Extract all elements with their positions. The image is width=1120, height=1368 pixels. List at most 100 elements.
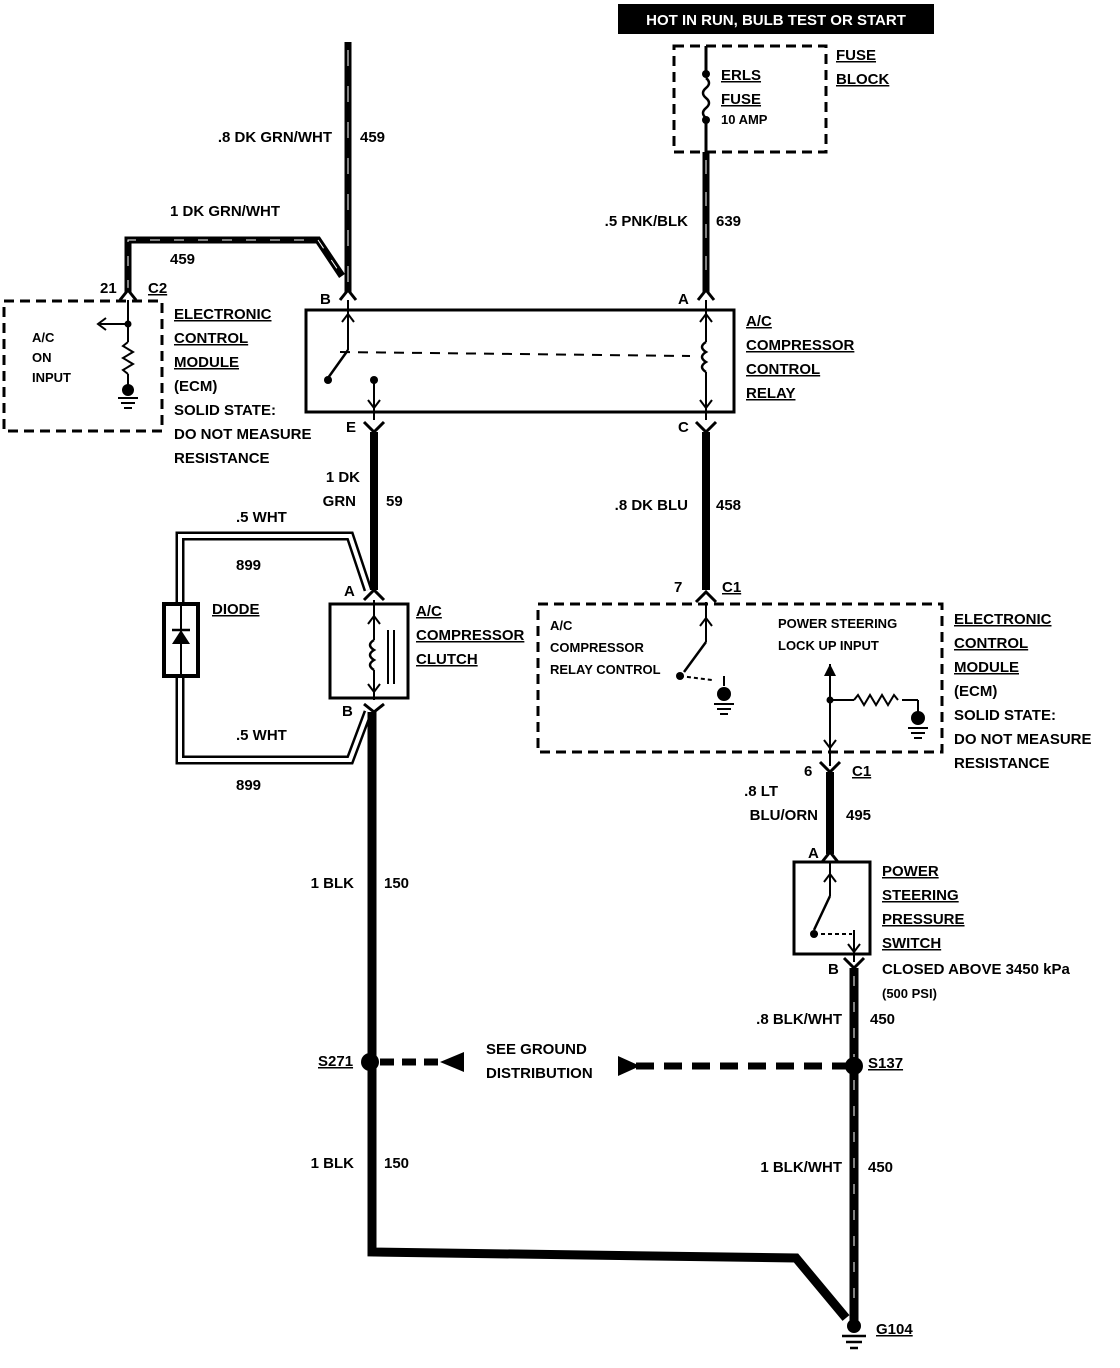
- connector-c2-terminal: [118, 287, 138, 301]
- diode-icon: [162, 602, 200, 678]
- relay-pin-e: E: [346, 419, 356, 436]
- ecm-left-input-1: A/C: [32, 330, 55, 345]
- clutch-pin-a-terminal: [362, 587, 386, 602]
- power-banner: [618, 4, 934, 34]
- ecm-left-note-1: SOLID STATE:: [174, 402, 276, 419]
- wire-459-ecm-circuit: 459: [170, 251, 195, 268]
- clutch-title-2: COMPRESSOR: [416, 627, 525, 644]
- wire-495-color-2: BLU/ORN: [750, 807, 818, 824]
- ps-switch-box: [792, 860, 872, 956]
- ground-g104-icon: [842, 1319, 866, 1350]
- ps-switch-note-1: CLOSED ABOVE 3450 kPa: [882, 961, 1071, 978]
- ecm-right-note-1: SOLID STATE:: [954, 707, 1056, 724]
- wire-899-top-circuit: 899: [236, 557, 261, 574]
- wire-639-color: .5 PNK/BLK: [605, 213, 689, 230]
- clutch-box: [328, 602, 410, 700]
- ecm-left-note-3: RESISTANCE: [174, 450, 270, 467]
- ecm-left-input-2: ON: [32, 350, 52, 365]
- ecm-left-title-2: CONTROL: [174, 330, 248, 347]
- fuse-block-title-2: BLOCK: [836, 71, 889, 88]
- ecm-right-ps-input-circuit: [823, 664, 928, 766]
- ps-switch-note-2: (500 PSI): [882, 986, 937, 1001]
- ground-distribution-reference: [380, 1052, 846, 1076]
- wire-899-bottom-color: .5 WHT: [236, 727, 287, 744]
- ecm-right-connector-top: C1: [722, 579, 741, 596]
- ground-g104-label: G104: [876, 1321, 913, 1338]
- relay-pin-b: B: [320, 291, 331, 308]
- wire-450-lower-circuit: 450: [868, 1159, 893, 1176]
- ecm-left-input-circuit: [96, 300, 138, 409]
- fuse-name-2: FUSE: [721, 91, 761, 108]
- wire-150-upper-circuit: 150: [384, 875, 409, 892]
- power-banner-text: HOT IN RUN, BULB TEST OR START: [646, 12, 906, 29]
- ecm-right-relay-control-switch: [676, 602, 734, 715]
- splice-s271-label: S271: [318, 1053, 353, 1070]
- ps-switch-title-4: SWITCH: [882, 935, 941, 952]
- ecm-right-pin-bottom: 6: [804, 763, 812, 780]
- ps-switch-title-1: POWER: [882, 863, 939, 880]
- relay-pin-c: C: [678, 419, 689, 436]
- ecm-right-relay-ctrl-2: COMPRESSOR: [550, 640, 645, 655]
- relay-title-2: COMPRESSOR: [746, 337, 855, 354]
- wire-59-circuit: 59: [386, 493, 403, 510]
- ecm-right-box: [536, 602, 944, 754]
- ecm-left-title-3: MODULE: [174, 354, 239, 371]
- wire-459-top-color: .8 DK GRN/WHT: [218, 129, 332, 146]
- relay-pin-c-terminal: [694, 420, 718, 435]
- fuse-name-1: ERLS: [721, 67, 761, 84]
- ps-switch-pin-a: A: [808, 845, 819, 862]
- wire-150-upper-color: 1 BLK: [311, 875, 355, 892]
- splice-ref-1: SEE GROUND: [486, 1041, 587, 1058]
- wire-59-color-1: 1 DK: [326, 469, 360, 486]
- ecm-right-ps-input-1: POWER STEERING: [778, 616, 897, 631]
- splice-ref-2: DISTRIBUTION: [486, 1065, 593, 1082]
- wire-150-lower-color: 1 BLK: [311, 1155, 355, 1172]
- relay-pin-e-terminal: [362, 420, 386, 435]
- clutch-title-3: CLUTCH: [416, 651, 478, 668]
- fuse-rating: 10 AMP: [721, 112, 768, 127]
- ps-switch-pin-b: B: [828, 961, 839, 978]
- relay-pin-a-terminal: [696, 287, 716, 301]
- ecm-right-pin-top: 7: [674, 579, 682, 596]
- clutch-coil-icon: [367, 600, 395, 700]
- ecm-left-note-2: DO NOT MEASURE: [174, 426, 312, 443]
- ecm-right-title-4: (ECM): [954, 683, 997, 700]
- clutch-pin-a: A: [344, 583, 355, 600]
- ecm-left-title-1: ELECTRONIC: [174, 306, 272, 323]
- ecm-left-connector: C2: [148, 280, 167, 297]
- ecm-right-note-3: RESISTANCE: [954, 755, 1050, 772]
- ecm-left-box: [2, 299, 164, 433]
- wire-899-bottom-circuit: 899: [236, 777, 261, 794]
- ecm-right-title-3: MODULE: [954, 659, 1019, 676]
- ecm-right-relay-ctrl-1: A/C: [550, 618, 573, 633]
- wire-59-color-2: GRN: [323, 493, 356, 510]
- relay-pin-b-terminal: [338, 287, 358, 301]
- wire-450-lower-color: 1 BLK/WHT: [760, 1159, 842, 1176]
- splice-s137-label: S137: [868, 1055, 903, 1072]
- wire-899: [175, 531, 373, 765]
- wire-459-ecm-color: 1 DK GRN/WHT: [170, 203, 280, 220]
- ecm-right-title-1: ELECTRONIC: [954, 611, 1052, 628]
- splice-s137-dot: [845, 1057, 863, 1075]
- wire-495-color-1: .8 LT: [744, 783, 778, 800]
- wire-495-circuit: 495: [846, 807, 871, 824]
- ecm-left-title-4: (ECM): [174, 378, 217, 395]
- ps-switch-title-2: STEERING: [882, 887, 959, 904]
- ecm-left-pin: 21: [100, 280, 117, 297]
- fuse-block-title-1: FUSE: [836, 47, 876, 64]
- clutch-pin-b: B: [342, 703, 353, 720]
- ps-switch-pin-a-terminal: [820, 849, 840, 863]
- fuse-icon: [701, 46, 711, 152]
- ps-switch-icon: [810, 862, 861, 962]
- ps-switch-title-3: PRESSURE: [882, 911, 965, 928]
- wire-899-top-color: .5 WHT: [236, 509, 287, 526]
- wire-150: [367, 712, 850, 1321]
- relay-title-4: RELAY: [746, 385, 795, 402]
- relay-pin-a: A: [678, 291, 689, 308]
- ecm-right-connector-bottom: C1: [852, 763, 871, 780]
- ecm-right-relay-ctrl-3: RELAY CONTROL: [550, 662, 661, 677]
- relay-switch-icon: [324, 300, 691, 420]
- wire-458-circuit: 458: [716, 497, 741, 514]
- ecm-right-note-2: DO NOT MEASURE: [954, 731, 1092, 748]
